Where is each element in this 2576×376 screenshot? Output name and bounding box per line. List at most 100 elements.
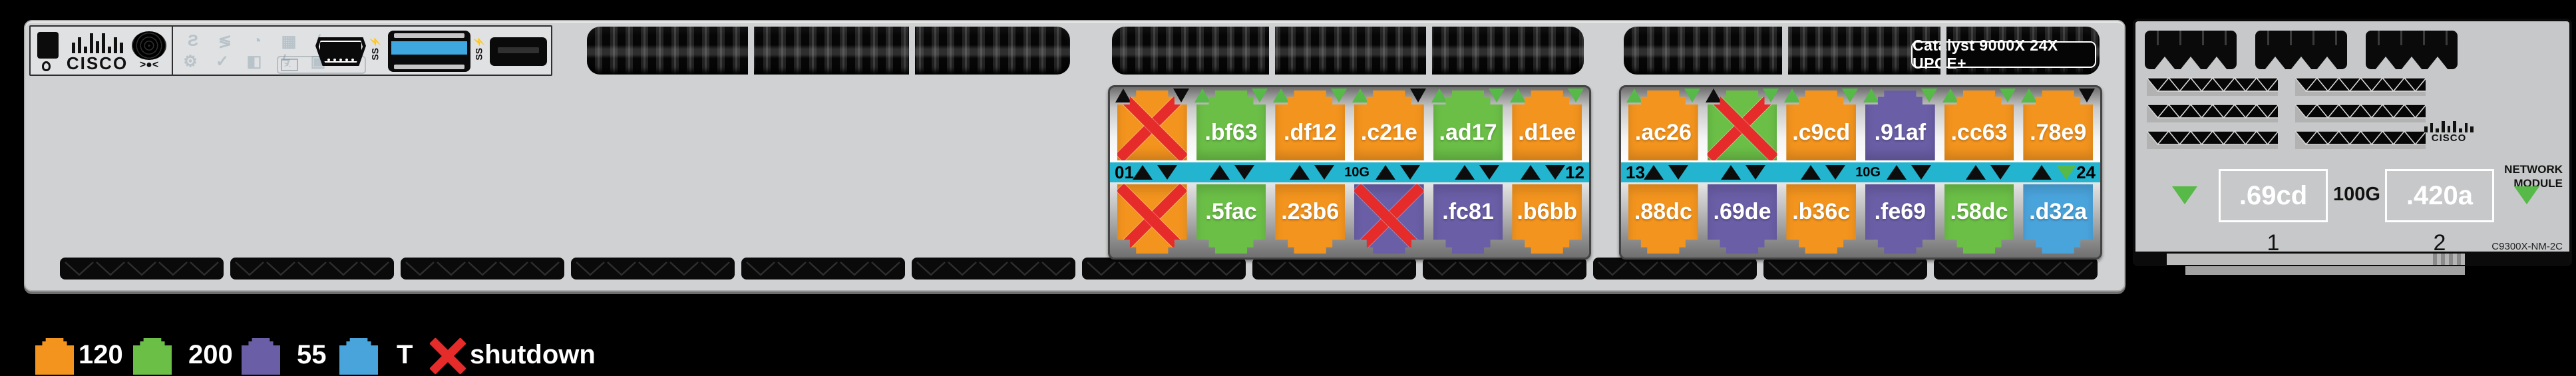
uplink-port-2[interactable]: .420a <box>2380 164 2499 228</box>
link-up-arrow <box>1273 89 1290 102</box>
ground-icon <box>42 61 51 71</box>
switch-port-block2-bottom-5[interactable]: .58dc <box>1944 184 2014 254</box>
top-vent <box>587 27 1070 75</box>
port-label: .ad17 <box>1439 120 1497 145</box>
port-label: .b6bb <box>1517 198 1578 224</box>
legend-swatch-purple <box>242 338 280 375</box>
port-cell: .58dc <box>1940 182 2019 258</box>
usb-a-port <box>490 37 547 66</box>
bottom-vent <box>401 258 564 280</box>
band-arrow-pair <box>1966 165 2010 180</box>
switch-port-block1-bottom-2[interactable]: .5fac <box>1196 184 1266 254</box>
port-label: .91af <box>1874 120 1927 145</box>
port-cell: .78e9 <box>2018 87 2098 162</box>
port-label: .88dc <box>1634 198 1692 224</box>
band-arrow-pair <box>1887 165 1931 180</box>
link-up-arrow <box>1115 89 1131 102</box>
band-down-arrow <box>1545 165 1565 180</box>
plug-icon: ◧ <box>246 53 262 71</box>
legend-label: 120 <box>79 340 123 369</box>
port-label: .df12 <box>1284 120 1337 145</box>
vent-divider <box>908 27 915 75</box>
link-up-arrow <box>1863 89 1880 102</box>
port-label: .bf63 <box>1204 120 1258 145</box>
link-up-arrow <box>1784 89 1801 102</box>
port-cell: .df12 <box>1270 87 1350 162</box>
module-top-vent <box>2145 31 2237 70</box>
bottom-vent <box>1934 258 2098 280</box>
port-label: .fc81 <box>1442 198 1494 224</box>
vent-divider <box>1269 27 1276 75</box>
link-down-arrow <box>1489 89 1505 102</box>
legend-label: T <box>397 340 413 369</box>
band-start-number: 01 <box>1115 162 1134 182</box>
band-start-number: 13 <box>1626 162 1645 182</box>
port-cell: .91af <box>1861 87 1940 162</box>
switch-port-block1-bottom-6[interactable]: .b6bb <box>1512 184 1582 254</box>
module-zigzag-vent <box>2294 103 2438 122</box>
link-up-arrow <box>1626 89 1642 102</box>
port-row-bottom: .88dc .69de.b36c.fe69 .58dc .d32a <box>1624 182 2098 258</box>
legend-label: shutdown <box>470 340 596 369</box>
legend-swatch-blue <box>339 338 378 375</box>
band-end-number: 24 <box>2076 162 2096 182</box>
port-label: .420a <box>2406 180 2474 210</box>
band-arrow-pair <box>1521 165 1565 180</box>
port-cell: .69de <box>1703 182 1782 258</box>
cisco-logo: CISCO <box>63 33 132 74</box>
module-handle <box>2167 254 2433 265</box>
band-arrow-pair <box>1133 165 1177 180</box>
port-cell: .fe69 <box>1861 182 1940 258</box>
switch-port-block2-top-1[interactable]: .ac26 <box>1628 91 1698 160</box>
module-top-vent <box>2366 31 2458 70</box>
band-up-arrow <box>1290 165 1310 180</box>
link-down-arrow <box>2514 186 2539 204</box>
switch-port-block1-bottom-5[interactable]: .fc81 <box>1433 184 1503 254</box>
switch-port-block2-bottom-2[interactable]: .69de <box>1707 184 1777 254</box>
band-down-arrow <box>1990 165 2010 180</box>
link-down-arrow <box>2000 89 2016 102</box>
port-cell: .d32a <box>2018 182 2098 258</box>
port-label: .d1ee <box>1518 120 1576 145</box>
band-arrow-pair <box>1376 165 1420 180</box>
link-down-arrow <box>1568 89 1584 102</box>
switch-port-block1-bottom-4[interactable] <box>1354 184 1424 254</box>
switch-port-block1-bottom-1[interactable] <box>1117 184 1187 254</box>
status-icon-row-2: ⚙✓◧ϟ▣ <box>181 52 327 71</box>
bottom-vent <box>741 258 905 280</box>
mode-icon: Ƨ <box>187 32 198 50</box>
uplink-speed-label: 100G <box>2333 184 2380 205</box>
port-cell: .ad17 <box>1429 87 1508 162</box>
link-down-arrow <box>1684 89 1700 102</box>
usb3-port <box>388 31 470 72</box>
switch-port-block1-bottom-3[interactable]: .23b6 <box>1275 184 1346 254</box>
vent-divider <box>1782 27 1789 75</box>
band-end-number: 12 <box>1565 162 1584 182</box>
band-up-arrow <box>1801 165 1821 180</box>
console-terminal-icon: >. <box>281 59 298 71</box>
switch-port-block2-bottom-3[interactable]: .b36c <box>1786 184 1857 254</box>
port-label: .58dc <box>1950 198 2008 224</box>
link-up-arrow <box>1194 89 1210 102</box>
switch-port-block2-bottom-6[interactable]: .d32a <box>2023 184 2094 254</box>
uplink-port-number: 1 <box>2267 230 2280 256</box>
link-down-arrow <box>1763 89 1779 102</box>
port-cell: .c9cd <box>1781 87 1861 162</box>
cisco-logo-small: CISCO <box>2424 121 2474 144</box>
link-down-arrow <box>1331 89 1348 102</box>
module-zigzag-vent <box>2145 130 2291 149</box>
switch-port-block2-bottom-4[interactable]: .fe69 <box>1865 184 1935 254</box>
legend-label: 55 <box>297 340 327 369</box>
switch-port-block2-bottom-1[interactable]: .88dc <box>1628 184 1698 254</box>
module-grip <box>2433 254 2465 265</box>
band-down-arrow <box>1479 165 1499 180</box>
uplink-port-1[interactable]: .69cd <box>2213 164 2333 228</box>
band-arrow-pair <box>2032 165 2076 180</box>
link-up-arrow <box>1942 89 1958 102</box>
band-down-arrow <box>1314 165 1334 180</box>
legend-shutdown-x-icon <box>429 337 466 375</box>
port-cell <box>1703 87 1782 162</box>
